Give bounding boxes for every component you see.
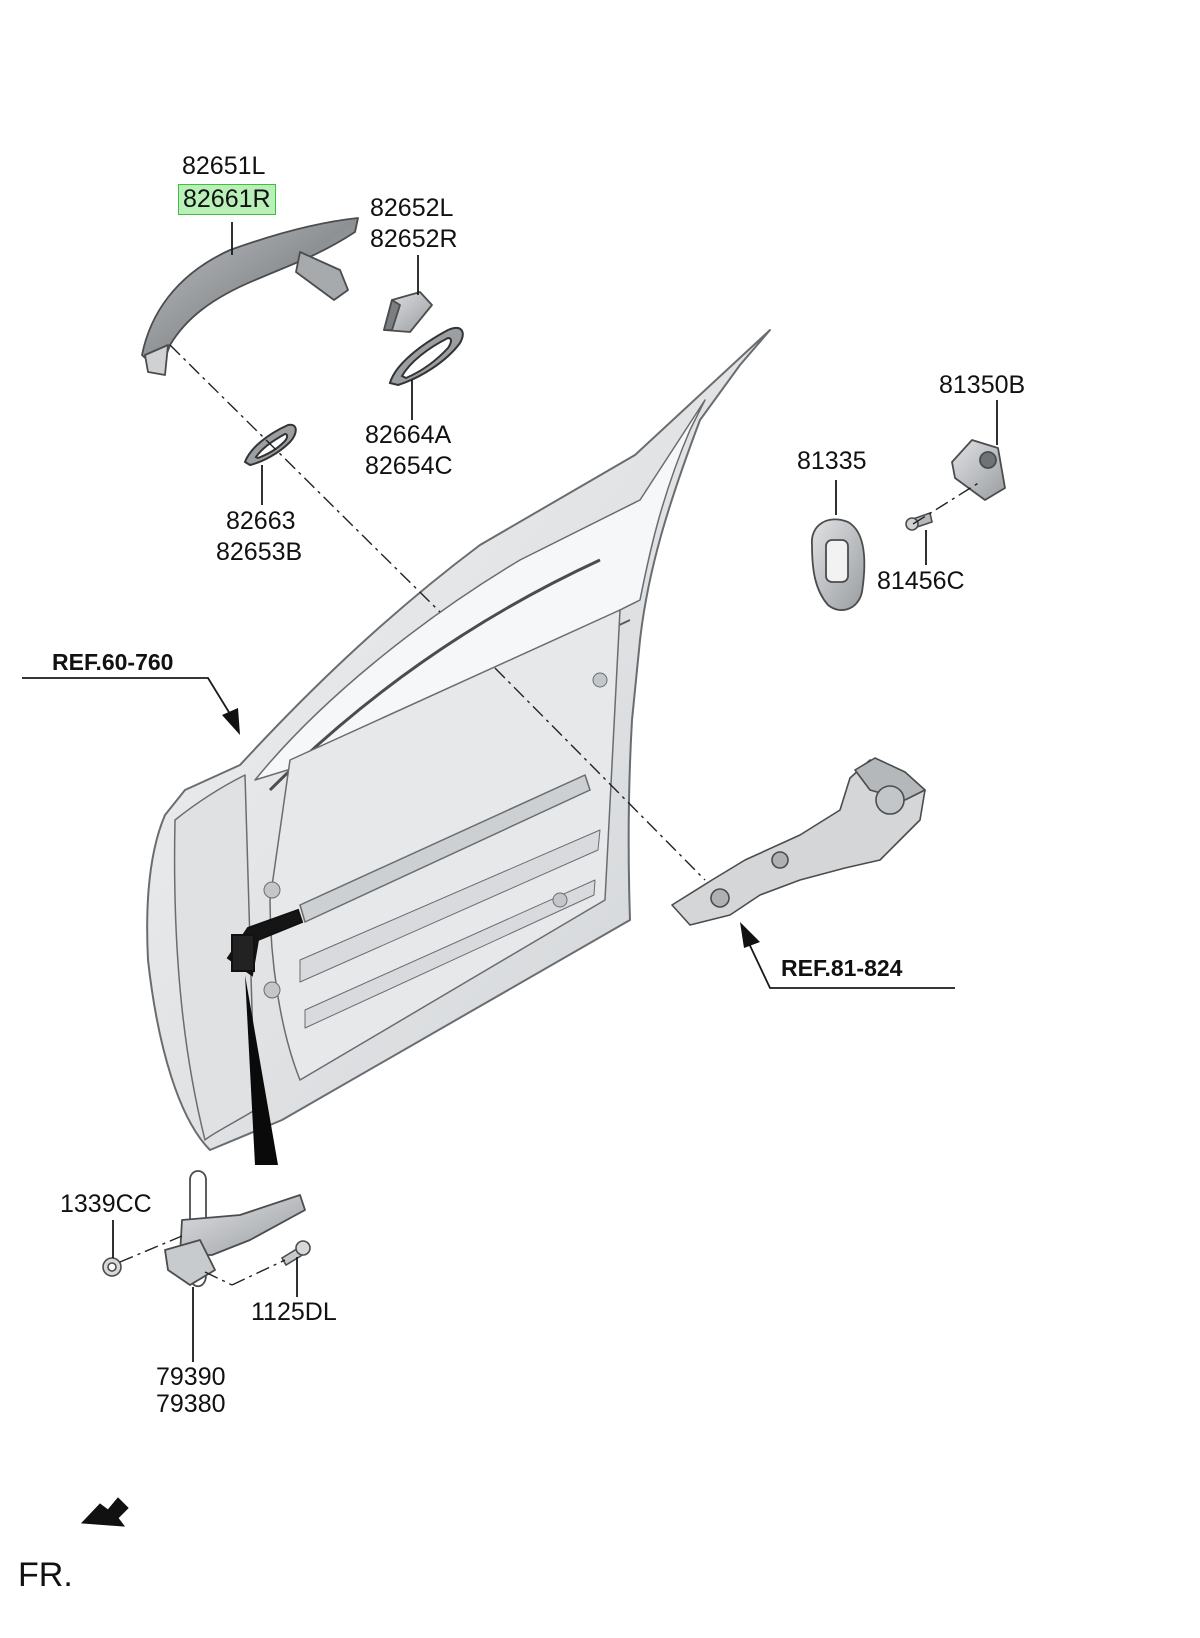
label-part-79380[interactable]: 79380 xyxy=(156,1390,226,1418)
striker-bolt xyxy=(905,511,933,531)
door-hinge xyxy=(164,1170,306,1288)
label-part-79390[interactable]: 79390 xyxy=(156,1363,226,1391)
label-part-1125DL[interactable]: 1125DL xyxy=(251,1298,337,1326)
ref-door-panel[interactable]: REF.60-760 xyxy=(52,649,174,675)
striker xyxy=(951,439,1006,501)
label-part-82663[interactable]: 82663 xyxy=(226,507,296,535)
label-part-81350B[interactable]: 81350B xyxy=(939,371,1026,399)
label-part-82654C[interactable]: 82654C xyxy=(365,452,453,480)
front-direction-label: FR. xyxy=(18,1556,73,1594)
assembly-lines xyxy=(119,344,981,1286)
label-part-81456C[interactable]: 81456C xyxy=(877,567,965,595)
front-direction-arrow xyxy=(80,1497,129,1527)
label-part-82664A[interactable]: 82664A xyxy=(365,421,452,449)
label-part-82653B[interactable]: 82653B xyxy=(216,538,303,566)
hinge-callout-wedge xyxy=(245,975,278,1165)
handle-gasket-rear xyxy=(388,326,464,387)
ref-arrow-latch xyxy=(740,922,760,948)
label-part-82661R-highlighted[interactable]: 82661R xyxy=(178,184,276,215)
label-part-82652L[interactable]: 82652L xyxy=(370,194,454,222)
leader-lines xyxy=(22,222,998,1362)
handle-cover xyxy=(383,291,433,333)
striker-spacer xyxy=(811,518,866,611)
hinge-nut xyxy=(102,1257,122,1277)
ref-latch-frame[interactable]: REF.81-824 xyxy=(781,955,903,981)
label-part-1339CC[interactable]: 1339CC xyxy=(60,1190,152,1218)
ref-arrow-door xyxy=(222,708,240,735)
label-part-82652R[interactable]: 82652R xyxy=(370,225,458,253)
door-check-strap xyxy=(226,908,304,977)
label-part-81335[interactable]: 81335 xyxy=(797,447,867,475)
outside-handle xyxy=(141,217,359,376)
hinge-bolt xyxy=(280,1240,311,1267)
door-panel xyxy=(146,329,771,1151)
label-part-82651L[interactable]: 82651L xyxy=(182,152,266,180)
latch-frame xyxy=(671,757,926,926)
